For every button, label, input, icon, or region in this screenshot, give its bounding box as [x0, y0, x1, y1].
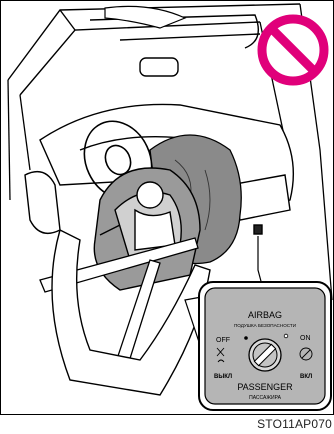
illustration-frame: AIRBAG ПОДУШКА БЕЗОПАСНОСТИ OFF ON ВЫКЛ … [0, 0, 334, 415]
passenger-label-ru: ПАССАЖИРА [249, 395, 281, 401]
on-label: ON [300, 335, 311, 342]
airbag-title-ru: ПОДУШКА БЕЗОПАСНОСТИ [234, 323, 296, 328]
car-interior-illustration: AIRBAG ПОДУШКА БЕЗОПАСНОСТИ OFF ON ВЫКЛ … [0, 0, 334, 415]
prohibition-icon [262, 19, 324, 81]
airbag-indicator-light [254, 225, 262, 234]
off-label-ru: ВЫКЛ [214, 374, 232, 380]
off-label: OFF [216, 337, 230, 344]
on-label-ru: ВКЛ [300, 374, 312, 380]
key-switch-dial [249, 339, 281, 371]
rearview-mirror [140, 58, 178, 76]
passenger-label: PASSENGER [237, 382, 293, 392]
airbag-title: AIRBAG [248, 310, 282, 320]
child-head [137, 182, 163, 208]
figure-id-caption: STO11AP070 [257, 417, 332, 431]
